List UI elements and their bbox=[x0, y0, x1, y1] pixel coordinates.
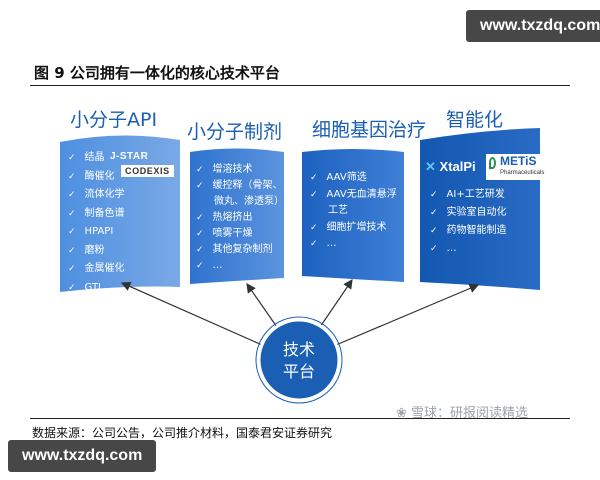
leaf-icon bbox=[489, 157, 496, 169]
arrow-to-cell-gene bbox=[317, 279, 353, 331]
list-item: 工艺 bbox=[328, 205, 348, 216]
list-small-molecule-formulation: 增溶技术 缓控释（骨架、 微丸、渗透泵） 热熔挤出 喷雾干燥 其他复杂制剂 … bbox=[196, 162, 284, 274]
list-item: 酶催化 bbox=[68, 168, 125, 187]
list-item: AAV筛选 bbox=[310, 170, 397, 187]
metis-logo-subtext: Pharmaceuticals bbox=[500, 170, 545, 176]
list-item: 热熔挤出 bbox=[196, 210, 284, 226]
list-intelligent: AI+工艺研发 实验室自动化 药物智能制造 … bbox=[430, 186, 507, 258]
list-item: 磨粉 bbox=[68, 242, 125, 261]
metis-logo: METiS Pharmaceuticals bbox=[486, 154, 548, 180]
list-item: 药物智能制造 bbox=[430, 222, 507, 240]
list-item: 金属催化 bbox=[68, 260, 125, 279]
arrow-to-api bbox=[120, 282, 263, 346]
source-note: 数据来源：公司公告，公司推介材料，国泰君安证券研究 bbox=[32, 426, 333, 440]
list-item: GTI… bbox=[68, 279, 125, 298]
list-item: 微丸、渗透泵） bbox=[214, 196, 284, 207]
hub-line-2: 平台 bbox=[282, 362, 315, 381]
title-cell-gene-therapy: 细胞基因治疗 bbox=[312, 119, 427, 141]
list-item: 流体化学 bbox=[68, 186, 125, 205]
list-item: 其他复杂制剂 bbox=[196, 242, 284, 258]
metis-logo-text: METiS bbox=[500, 154, 537, 168]
list-item: AI+工艺研发 bbox=[430, 186, 507, 204]
hub-ring bbox=[255, 316, 343, 404]
list-item: 缓控释（骨架、 bbox=[196, 178, 284, 194]
codexis-logo: CODEXIS bbox=[121, 165, 174, 177]
list-item: 喷雾干燥 bbox=[196, 226, 284, 242]
title-intelligent: 智能化 bbox=[446, 109, 504, 131]
jstar-logo: J-STAR bbox=[110, 151, 149, 162]
list-item: … bbox=[196, 258, 284, 274]
bottom-rule bbox=[30, 418, 570, 419]
title-small-molecule-formulation: 小分子制剂 bbox=[187, 121, 283, 143]
list-item: … bbox=[430, 240, 507, 258]
top-rule bbox=[30, 85, 570, 86]
list-item: 制备色谱 bbox=[68, 205, 125, 224]
list-item: 细胞扩增技术 bbox=[310, 220, 397, 237]
hub-label: 技术 平台 bbox=[259, 339, 339, 383]
xueqiu-watermark: ❀ 雪球：研报阅读精选 bbox=[396, 406, 529, 421]
arrow-to-formulation bbox=[246, 283, 280, 331]
list-small-molecule-api: 结晶 酶催化 流体化学 制备色谱 HPAPI 磨粉 金属催化 GTI… bbox=[68, 149, 125, 297]
figure-title: 图 9 公司拥有一体化的核心技术平台 bbox=[34, 64, 280, 82]
list-item: … bbox=[310, 236, 397, 253]
list-item: 增溶技术 bbox=[196, 162, 284, 178]
title-small-molecule-api: 小分子API bbox=[70, 109, 158, 131]
list-item: 实验室自动化 bbox=[430, 204, 507, 222]
hub-circle bbox=[257, 318, 341, 402]
xtalpi-logo-text: XtalPi bbox=[439, 159, 476, 174]
list-item: 结晶 bbox=[68, 149, 125, 168]
list-cell-gene-therapy: AAV筛选 AAV无血清悬浮 工艺 细胞扩增技术 … bbox=[310, 170, 397, 253]
watermark-bottom: www.txzdq.com bbox=[8, 440, 157, 472]
list-item: HPAPI bbox=[68, 223, 125, 242]
xtalpi-x-icon: ✕ bbox=[425, 159, 436, 174]
watermark-top: www.txzdq.com bbox=[466, 10, 600, 42]
xtalpi-logo: ✕ XtalPi bbox=[425, 159, 476, 175]
arrow-to-intelligent bbox=[335, 283, 480, 346]
hub-line-1: 技术 bbox=[282, 340, 315, 359]
list-item: AAV无血清悬浮 bbox=[310, 187, 397, 204]
